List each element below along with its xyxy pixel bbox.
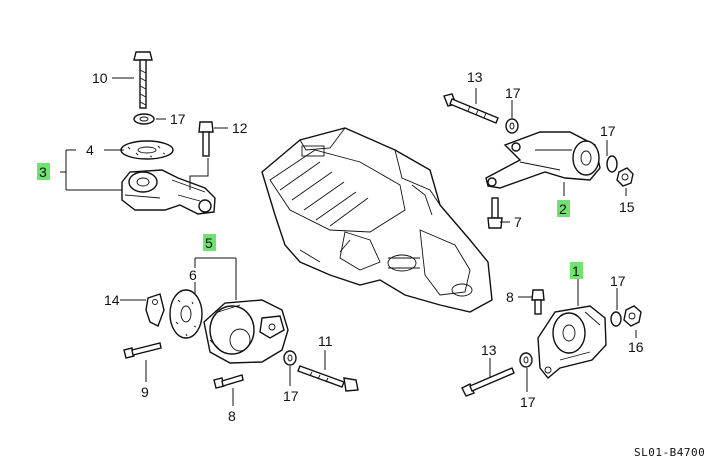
leader-lines — [60, 77, 637, 406]
bolt-12 — [198, 121, 214, 157]
nut-15 — [616, 167, 634, 187]
label-14: 14 — [104, 292, 120, 308]
label-6: 6 — [189, 267, 197, 283]
label-13: 13 — [467, 69, 483, 85]
part-labels: 10 17 4 12 3 13 17 17 15 2 7 5 6 14 9 8 … — [39, 69, 644, 424]
bolt-8-right — [531, 289, 545, 315]
label-10: 10 — [92, 70, 108, 86]
mount-2 — [485, 131, 601, 189]
bolt-7 — [487, 197, 503, 229]
label-4: 4 — [86, 142, 94, 158]
label-17: 17 — [610, 273, 626, 289]
bracket-14 — [145, 293, 165, 327]
nut-16 — [623, 305, 642, 327]
label-8: 8 — [228, 408, 236, 424]
label-7: 7 — [514, 214, 522, 230]
mount-1 — [537, 305, 607, 379]
bolt-8-left — [213, 374, 244, 389]
bolt-11 — [297, 365, 359, 392]
engine-illustration — [261, 127, 493, 313]
label-9: 9 — [141, 384, 149, 400]
mount-3 — [121, 169, 216, 215]
bolt-10 — [133, 51, 153, 109]
highlight-boxes — [37, 163, 583, 279]
label-16: 16 — [628, 339, 644, 355]
washer-17-top — [133, 113, 155, 125]
label-13: 13 — [481, 342, 497, 358]
label-8: 8 — [506, 289, 514, 305]
label-5: 5 — [205, 235, 213, 251]
bolt-9 — [123, 342, 162, 359]
label-17: 17 — [283, 388, 299, 404]
label-1: 1 — [572, 263, 580, 279]
label-15: 15 — [619, 199, 635, 215]
washer-17-mount5 — [283, 350, 297, 366]
label-17: 17 — [600, 123, 616, 139]
label-3: 3 — [39, 164, 47, 180]
washer-17-lower-right — [519, 352, 533, 368]
mount-5 — [203, 299, 289, 364]
label-17: 17 — [170, 111, 186, 127]
plate-6 — [169, 289, 203, 339]
washer-17-upper-right — [505, 118, 519, 134]
bolt-13-top — [443, 93, 499, 124]
label-12: 12 — [232, 120, 248, 136]
washer-17-mount1 — [610, 311, 622, 327]
plate-4 — [120, 140, 174, 160]
diagram-code: SL01-B4700 — [634, 446, 705, 459]
label-17: 17 — [505, 85, 521, 101]
label-17: 17 — [520, 394, 536, 410]
washer-17-mount2 — [606, 155, 618, 173]
label-2: 2 — [559, 201, 567, 217]
label-11: 11 — [318, 333, 333, 349]
bolt-13-bottom — [461, 367, 515, 397]
